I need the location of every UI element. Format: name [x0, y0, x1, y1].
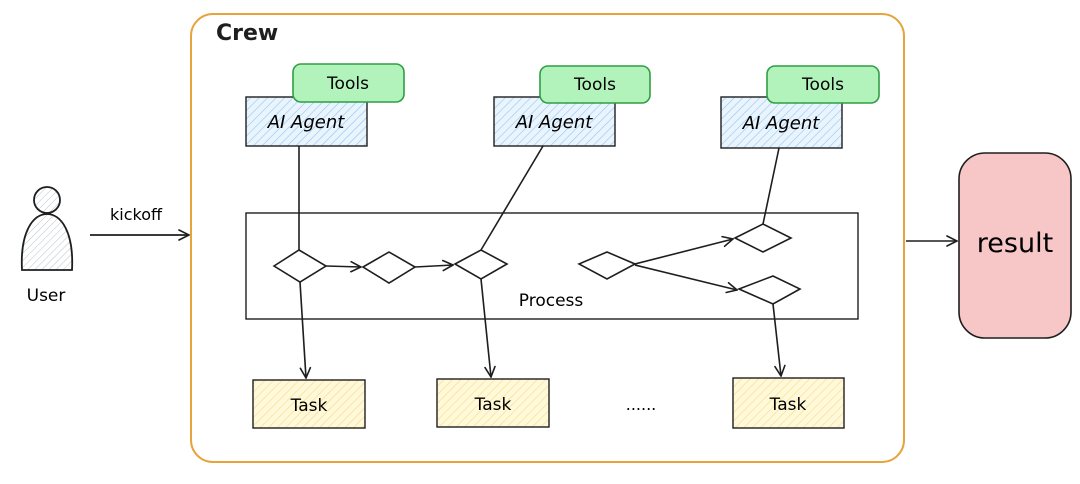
flow-4-5 — [634, 239, 733, 265]
agent-group-3: Tools AI Agent — [720, 65, 880, 149]
agent-group-2: Tools AI Agent — [493, 65, 651, 147]
task-group-3: Task — [732, 377, 845, 429]
task-3-arrow — [772, 303, 781, 376]
agent-3-link — [762, 147, 780, 225]
task-group-2: Task — [436, 378, 550, 428]
agent-1-box — [245, 96, 368, 147]
process-node-3 — [453, 249, 509, 280]
task-group-1: Task — [252, 379, 366, 429]
task-2-box — [436, 378, 550, 428]
agent-3-label: AI Agent — [742, 113, 821, 134]
agent-3-box — [720, 96, 843, 149]
result-box — [958, 152, 1072, 339]
user-icon — [20, 186, 74, 271]
flow-4-6 — [634, 264, 737, 290]
agent-group-1: Tools AI Agent — [245, 63, 405, 147]
task-2-arrow — [480, 278, 491, 377]
process-label: Process — [519, 291, 584, 311]
agent-2-label: AI Agent — [515, 112, 594, 133]
connectors — [298, 145, 957, 378]
agent-2-link — [480, 145, 544, 251]
tools-1-box — [292, 63, 405, 103]
crew-title: Crew — [216, 21, 278, 46]
result-label: result — [977, 228, 1053, 259]
task-2-label: Task — [474, 395, 512, 415]
agent-1-label: AI Agent — [267, 112, 346, 133]
task-1-arrow — [299, 281, 306, 378]
task-3-box — [732, 377, 845, 429]
flow-1-2 — [325, 266, 361, 267]
tools-2-box — [539, 65, 651, 104]
task-1-label: Task — [290, 396, 328, 416]
tasks-ellipsis: ...... — [626, 395, 657, 414]
process-node-5 — [733, 223, 793, 253]
crew-container — [190, 13, 905, 463]
tools-3-label: Tools — [801, 75, 844, 95]
task-3-label: Task — [769, 395, 807, 415]
flow-2-3 — [414, 265, 453, 267]
kickoff-label: kickoff — [110, 205, 163, 224]
tools-2-label: Tools — [573, 75, 616, 95]
task-1-box — [252, 379, 366, 429]
tools-3-box — [766, 65, 880, 104]
user-label: User — [27, 286, 66, 306]
process-node-6 — [736, 275, 802, 305]
tools-1-label: Tools — [326, 74, 369, 94]
